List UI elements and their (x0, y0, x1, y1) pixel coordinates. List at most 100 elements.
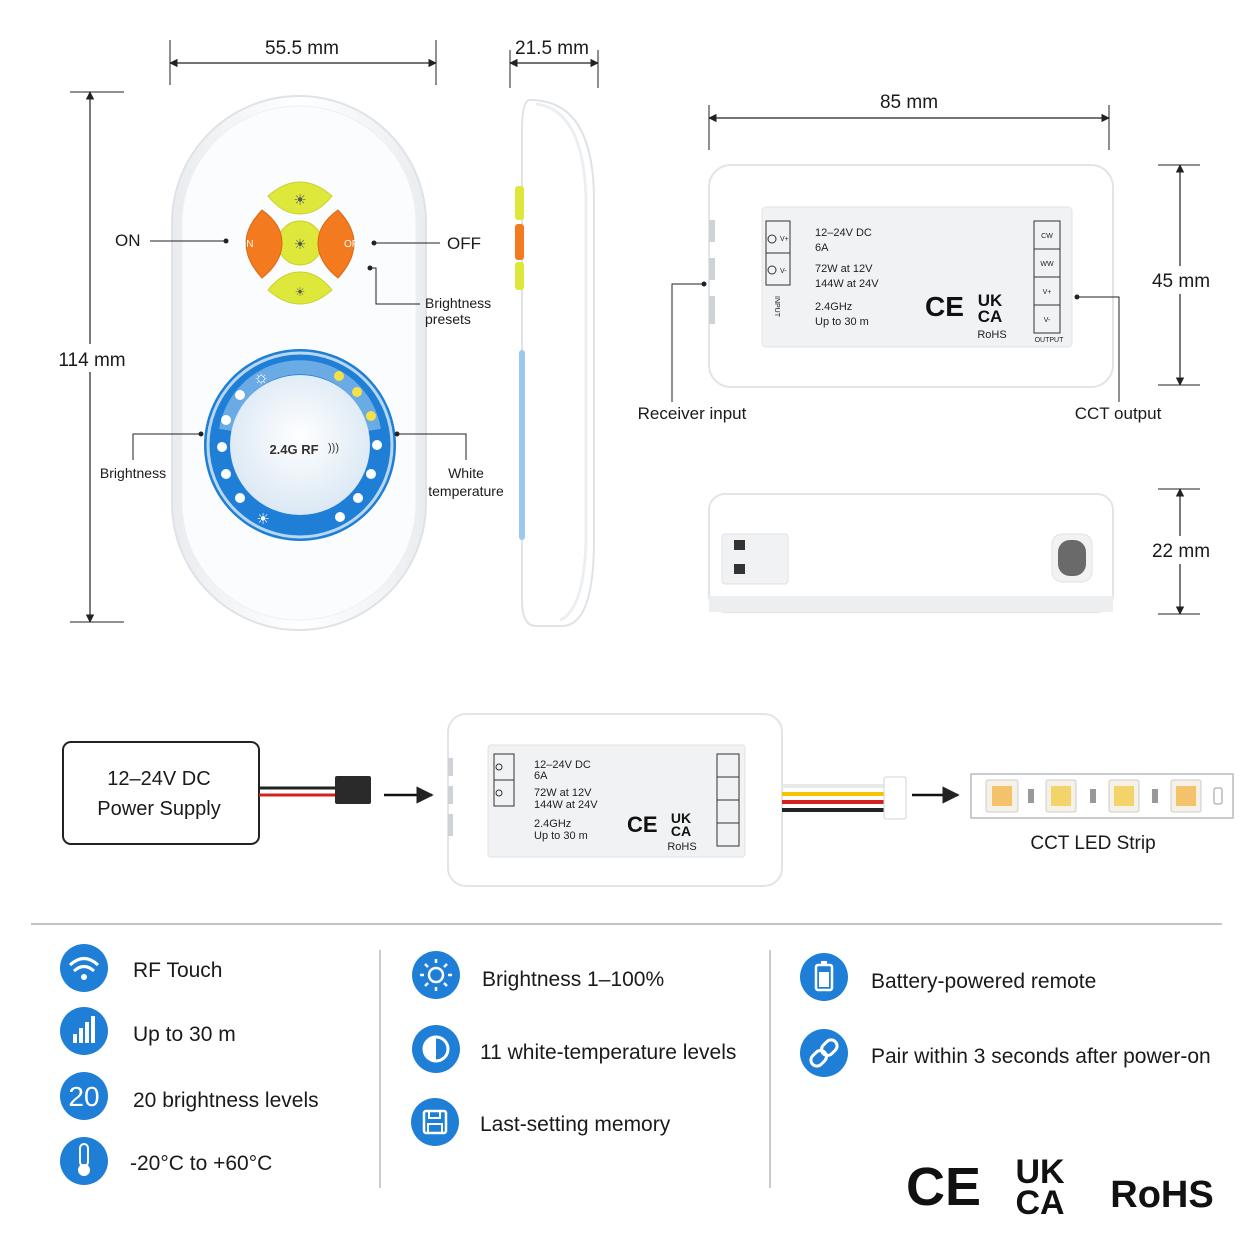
rf-logo-text: 2.4G RF (269, 442, 318, 457)
spec-line-3: 72W at 12V (815, 263, 873, 275)
off-callout-label: OFF (447, 234, 481, 253)
presets-callout-label-2: presets (425, 311, 471, 327)
spec-line-5: 2.4GHz (815, 301, 852, 313)
wiring-ukca-top: UK (671, 810, 691, 826)
out-terminal-ww: WW (1040, 261, 1054, 268)
ce-mark: CE (925, 291, 964, 322)
wiring-spec-line-6: Up to 30 m (534, 830, 588, 842)
remote-height-label: 114 mm (58, 350, 125, 371)
on-callout-label: ON (115, 231, 141, 250)
wiring-spec-line-5: 2.4GHz (534, 818, 571, 830)
sun-icon: ☀ (293, 192, 306, 209)
out-terminal-vplus: V+ (1043, 289, 1052, 296)
power-supply-label-2: Power Supply (97, 798, 220, 820)
signal-bars-icon (60, 1007, 108, 1055)
remote-width-label: 55.5 mm (265, 38, 339, 59)
receiver-height-label: 22 mm (1152, 541, 1210, 562)
dc-connector (335, 776, 371, 804)
white-temp-callout-label-1: White (448, 465, 484, 481)
brightness-up-button[interactable] (267, 181, 333, 215)
wiring-spec-line-1: 12–24V DC (534, 759, 591, 771)
rf-logo-knob (230, 375, 370, 515)
certification-marks: CE UK CA RoHS (906, 1153, 1214, 1222)
out-terminal-vminus: V- (1044, 317, 1051, 324)
rohs-mark: RoHS (977, 329, 1006, 341)
rohs-cert-logo: RoHS (1110, 1174, 1213, 1216)
input-text: INPUT (773, 296, 780, 318)
spec-line-6: Up to 30 m (815, 316, 869, 328)
led-chip (1045, 779, 1077, 813)
svg-text:20: 20 (68, 1081, 99, 1112)
wiring-ukca-bottom: CA (671, 823, 691, 839)
remote-button-pad: ☀ ☀ ☀ ON OFF (239, 181, 364, 305)
wiring-spec-line-3: 72W at 12V (534, 787, 592, 799)
feature-temperature-range: -20°C to +60°C (130, 1152, 272, 1175)
spec-line-2: 6A (815, 242, 829, 254)
sun-icon (412, 951, 460, 999)
number-20-icon: 20 (60, 1072, 108, 1120)
feature-memory: Last-setting memory (480, 1113, 671, 1136)
features-col-3: Battery-powered remote Pair within 3 sec… (800, 953, 1211, 1077)
feature-brightness-levels: 20 brightness levels (133, 1089, 319, 1112)
touch-ring[interactable]: 2.4G RF ))) ☼ ☀ (204, 349, 396, 541)
usb-port (721, 533, 789, 585)
wifi-icon (60, 944, 108, 992)
led-chip (985, 779, 1019, 813)
half-circle-icon (412, 1025, 460, 1073)
output-connector (883, 776, 907, 820)
ce-cert-logo: CE (906, 1157, 981, 1217)
on-button[interactable] (245, 209, 283, 279)
power-supply-label-1: 12–24V DC (107, 768, 210, 790)
feature-rf-touch: RF Touch (133, 959, 223, 982)
receiver-width-label: 45 mm (1152, 271, 1210, 292)
receiver-side-view: 22 mm (708, 488, 1216, 615)
wiring-diagram: 12–24V DC Power Supply 12–24V DC 6A 72W … (62, 713, 1234, 887)
wiring-rohs-mark: RoHS (667, 841, 696, 853)
receiver-length-label: 85 mm (880, 92, 938, 113)
feature-battery: Battery-powered remote (871, 970, 1096, 993)
sun-bright-icon: ☼ (253, 367, 270, 387)
wiring-ce-mark: CE (627, 812, 658, 837)
remote-depth-label: 21.5 mm (515, 38, 589, 59)
wiring-spec-line-4: 144W at 24V (534, 799, 598, 811)
feature-temperature-levels: 11 white-temperature levels (480, 1041, 736, 1064)
power-supply-box (62, 741, 260, 845)
input-vminus-label: V- (780, 268, 787, 275)
input-vplus-label: V+ (780, 236, 789, 243)
presets-callout-label-1: Brightness (425, 295, 491, 311)
ukca-mark-bottom: CA (978, 307, 1003, 326)
sun-icon: ☀ (294, 236, 307, 252)
spec-line-1: 12–24V DC (815, 227, 872, 239)
brightness-down-button[interactable] (267, 271, 333, 305)
sun-dim-icon: ☀ (256, 511, 269, 528)
cct-output-callout-label: CCT output (1075, 404, 1162, 423)
on-button-label: ON (239, 239, 254, 250)
brightness-callout-label: Brightness (100, 465, 166, 481)
features-col-1: RF Touch Up to 30 m 20 20 brightness lev… (60, 944, 319, 1185)
remote-side-view: 21.5 mm (509, 38, 599, 627)
ukca-cert-logo-top: UK (1015, 1153, 1065, 1191)
out-terminal-cw: CW (1041, 233, 1053, 240)
ukca-mark-top: UK (978, 291, 1003, 310)
off-button[interactable] (317, 209, 355, 279)
wifi-small-icon: ))) (328, 442, 339, 454)
receiver-top-view: 85 mm 45 mm V+ V- INPUT 12–24V DC 6A 72W… (638, 92, 1216, 423)
wiring-spec-line-2: 6A (534, 770, 548, 782)
features-col-2: Brightness 1–100% 11 white-temperature l… (411, 951, 736, 1146)
white-temp-callout-label-2: temperature (428, 483, 504, 499)
receiver-label-plate (761, 206, 1073, 348)
receiver-input-callout-label: Receiver input (638, 404, 747, 423)
led-chip (1108, 779, 1140, 813)
ukca-cert-logo-bottom: CA (1015, 1184, 1064, 1222)
off-button-label: OFF (344, 239, 364, 250)
spec-line-4: 144W at 24V (815, 278, 879, 290)
battery-icon (800, 953, 848, 1001)
thermometer-icon (60, 1137, 108, 1185)
link-icon (800, 1029, 848, 1077)
led-chip (1170, 779, 1202, 813)
cct-strip-label: CCT LED Strip (1030, 833, 1155, 854)
output-text: OUTPUT (1035, 337, 1065, 344)
sun-icon: ☀ (295, 285, 306, 299)
floppy-disk-icon (411, 1098, 459, 1146)
